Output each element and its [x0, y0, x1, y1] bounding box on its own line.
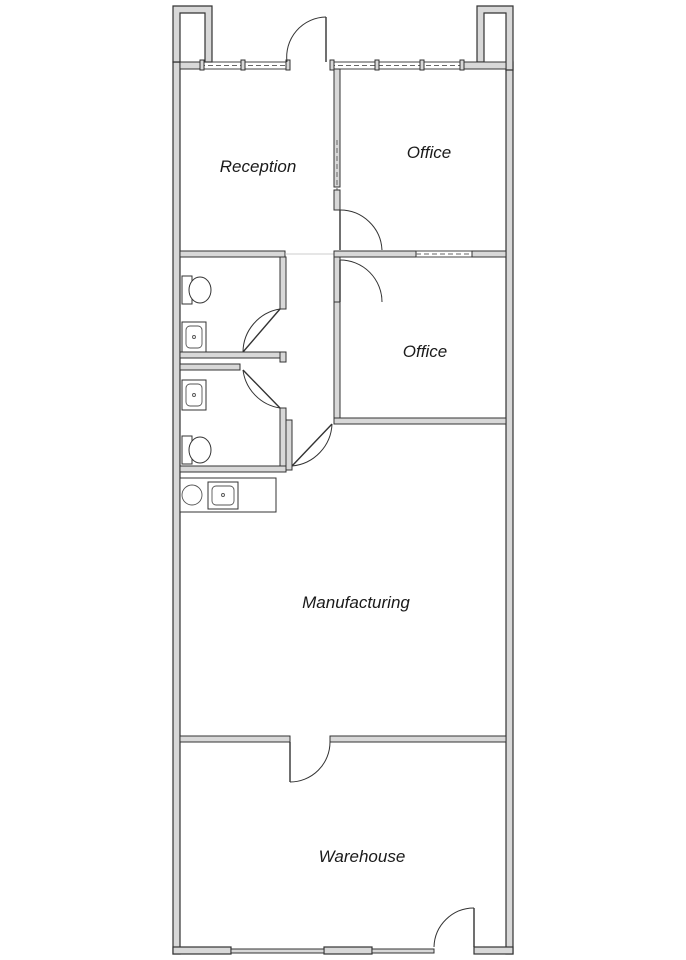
bottom-wall-mid [323, 946, 373, 955]
restroom-walls [179, 256, 333, 473]
left-exterior-wall [172, 61, 181, 955]
top-left-column [172, 5, 213, 63]
right-exterior-wall [505, 61, 514, 955]
toilet-lower [181, 435, 212, 465]
front-windows [199, 59, 465, 71]
toilet-upper [181, 275, 212, 305]
mid-horizontal-wall [179, 250, 507, 258]
sink-lower [181, 379, 207, 411]
warehouse-door [433, 907, 475, 948]
label-office-upper: Office [407, 143, 451, 162]
top-facade-left [179, 61, 201, 70]
entry-door [286, 16, 327, 63]
label-office-lower: Office [403, 342, 447, 361]
bottom-wall-left [172, 946, 232, 955]
reception-office-partition [333, 68, 383, 251]
top-right-column [476, 5, 514, 71]
bottom-wall-gap-left [230, 948, 325, 954]
top-facade-right [463, 61, 507, 70]
sink-upper [181, 321, 207, 353]
label-warehouse: Warehouse [319, 847, 406, 866]
label-reception: Reception [220, 157, 297, 176]
bottom-wall-right [473, 946, 514, 955]
manufacturing-warehouse-wall [179, 735, 507, 783]
lower-office-walls [333, 256, 507, 425]
kitchenette-counter [179, 477, 277, 513]
exterior-walls [172, 5, 514, 955]
bottom-wall-gap-right [371, 948, 435, 954]
label-manufacturing: Manufacturing [302, 593, 410, 612]
